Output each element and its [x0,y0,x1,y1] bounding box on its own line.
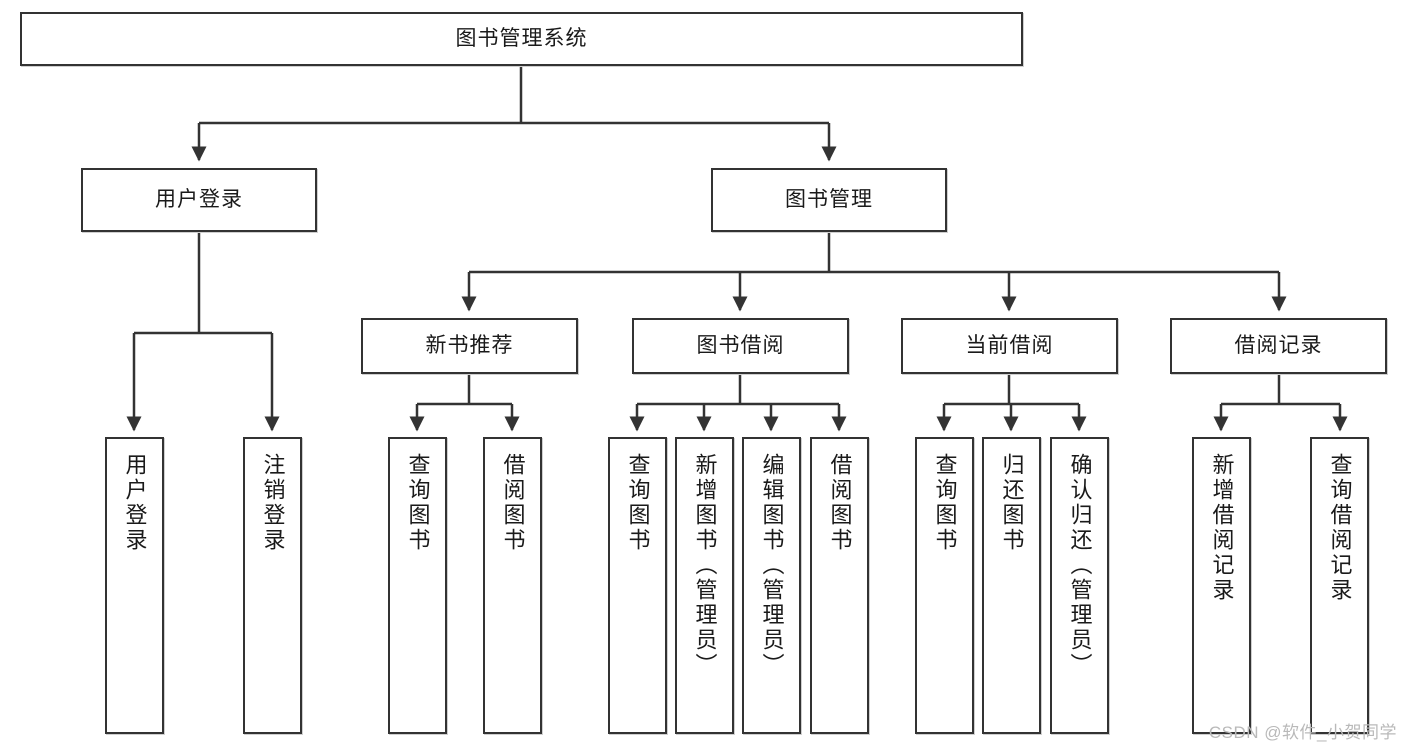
leaf-current-confirm-return-label: 确认归还（管理员） [1067,453,1093,678]
leaf-current-return-book-label: 归还图书 [999,453,1025,553]
node-book-management-label: 图书管理 [785,188,873,212]
node-new-book-recommend-label: 新书推荐 [425,334,514,358]
leaf-user-login-logout-label: 注销登录 [260,453,286,553]
node-root-system[interactable]: 图书管理系统 [20,12,1023,66]
node-new-book-recommend[interactable]: 新书推荐 [361,318,578,374]
leaf-borrow-borrow-book[interactable]: 借阅图书 [810,437,869,734]
node-current-borrow-label: 当前借阅 [965,334,1054,358]
node-book-borrow[interactable]: 图书借阅 [632,318,849,374]
leaf-borrow-edit-book[interactable]: 编辑图书（管理员） [742,437,801,734]
node-book-management[interactable]: 图书管理 [711,168,947,232]
leaf-new-book-borrow-label: 借阅图书 [500,453,526,553]
leaf-borrow-query-book-label: 查询图书 [625,453,651,553]
leaf-records-add-record[interactable]: 新增借阅记录 [1192,437,1251,734]
leaf-borrow-edit-book-label: 编辑图书（管理员） [759,453,785,678]
node-book-borrow-label: 图书借阅 [696,334,785,358]
leaf-borrow-borrow-book-label: 借阅图书 [827,453,853,553]
leaf-user-login-login[interactable]: 用户登录 [105,437,164,734]
leaf-current-query-book-label: 查询图书 [932,453,958,553]
leaf-records-add-record-label: 新增借阅记录 [1209,453,1235,603]
leaf-new-book-borrow[interactable]: 借阅图书 [483,437,542,734]
node-borrow-records-label: 借阅记录 [1234,334,1323,358]
leaf-borrow-add-book-label: 新增图书（管理员） [692,453,718,678]
leaf-user-login-logout[interactable]: 注销登录 [243,437,302,734]
leaf-current-query-book[interactable]: 查询图书 [915,437,974,734]
leaf-borrow-query-book[interactable]: 查询图书 [608,437,667,734]
node-current-borrow[interactable]: 当前借阅 [901,318,1118,374]
leaf-records-query-record[interactable]: 查询借阅记录 [1310,437,1369,734]
leaf-new-book-query[interactable]: 查询图书 [388,437,447,734]
leaf-records-query-record-label: 查询借阅记录 [1327,453,1353,603]
leaf-current-return-book[interactable]: 归还图书 [982,437,1041,734]
leaf-current-confirm-return[interactable]: 确认归还（管理员） [1050,437,1109,734]
leaf-borrow-add-book[interactable]: 新增图书（管理员） [675,437,734,734]
leaf-new-book-query-label: 查询图书 [405,453,431,553]
node-root-system-label: 图书管理系统 [455,27,588,51]
watermark-text: CSDN @软件_小贺同学 [1208,723,1397,742]
node-user-login-label: 用户登录 [155,188,243,212]
leaf-user-login-login-label: 用户登录 [122,453,148,553]
node-user-login[interactable]: 用户登录 [81,168,317,232]
node-borrow-records[interactable]: 借阅记录 [1170,318,1387,374]
